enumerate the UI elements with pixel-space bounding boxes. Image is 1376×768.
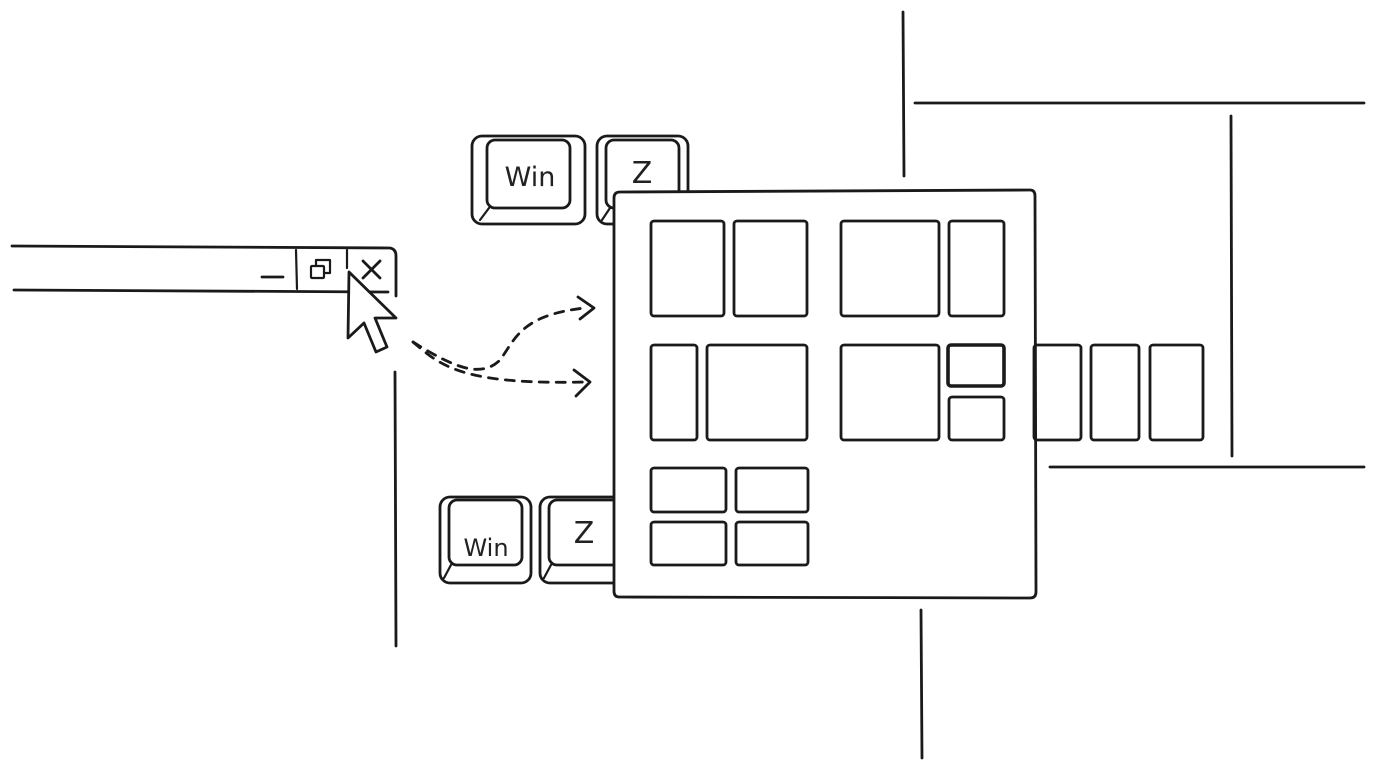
win-key-label: Win [505,162,556,193]
layout-wide-narrow [839,219,1006,318]
layout-narrow-wide [649,343,809,442]
maximize-button[interactable] [309,258,332,280]
snap-zone[interactable] [734,466,810,514]
snap-zone[interactable] [649,343,699,442]
snap-layouts-flyout [612,188,1038,600]
arrow-upper-head [576,295,596,321]
title-bar-divider [294,248,299,291]
snap-zone[interactable] [839,219,941,318]
snap-zone[interactable] [649,219,726,318]
arrow-lower-head [572,368,592,398]
window-edge-line [901,10,906,178]
snap-zone[interactable] [839,343,941,442]
mouse-pointer-icon [346,270,398,354]
snap-zone[interactable] [1089,343,1141,442]
arrow-upper [411,306,587,371]
snap-zone[interactable] [947,395,1006,442]
restore-icon [309,258,332,280]
layout-three-columns [1032,343,1205,442]
snap-zone-highlighted[interactable] [946,343,1006,388]
window-edge-line [393,370,398,648]
snap-zone[interactable] [649,466,728,514]
window-edge-line [919,608,924,760]
layout-two-halves [649,219,809,318]
arrow-lower [411,340,587,384]
shortcut-win-key-bottom: Win [438,495,533,585]
snap-zone[interactable] [734,520,810,567]
window-title-bar [10,244,398,298]
flyout-panel [612,188,1038,600]
background-window-lines [393,10,1366,760]
snap-zone[interactable] [1148,343,1205,442]
layout-half-two-stacked [839,343,1006,442]
snap-zone[interactable] [1032,343,1083,442]
snap-zone[interactable] [649,520,728,567]
z-key-label: Z [632,156,653,191]
close-button[interactable] [361,259,382,280]
win-key-label: Win [463,534,508,562]
title-bar-bottom-edge [12,288,390,294]
title-bar-top-edge [10,244,398,298]
z-key-label: Z [574,516,595,551]
snap-zone[interactable] [732,219,809,318]
snap-zone[interactable] [705,343,809,442]
window-edge-line [1229,114,1234,458]
layout-four-quadrants [649,466,810,567]
close-icon [361,259,382,280]
shortcut-win-key-top: Win [470,134,587,226]
shortcut-z-key-bottom: Z [538,495,633,585]
snap-zone[interactable] [947,219,1006,318]
dashed-arrows [411,295,596,398]
